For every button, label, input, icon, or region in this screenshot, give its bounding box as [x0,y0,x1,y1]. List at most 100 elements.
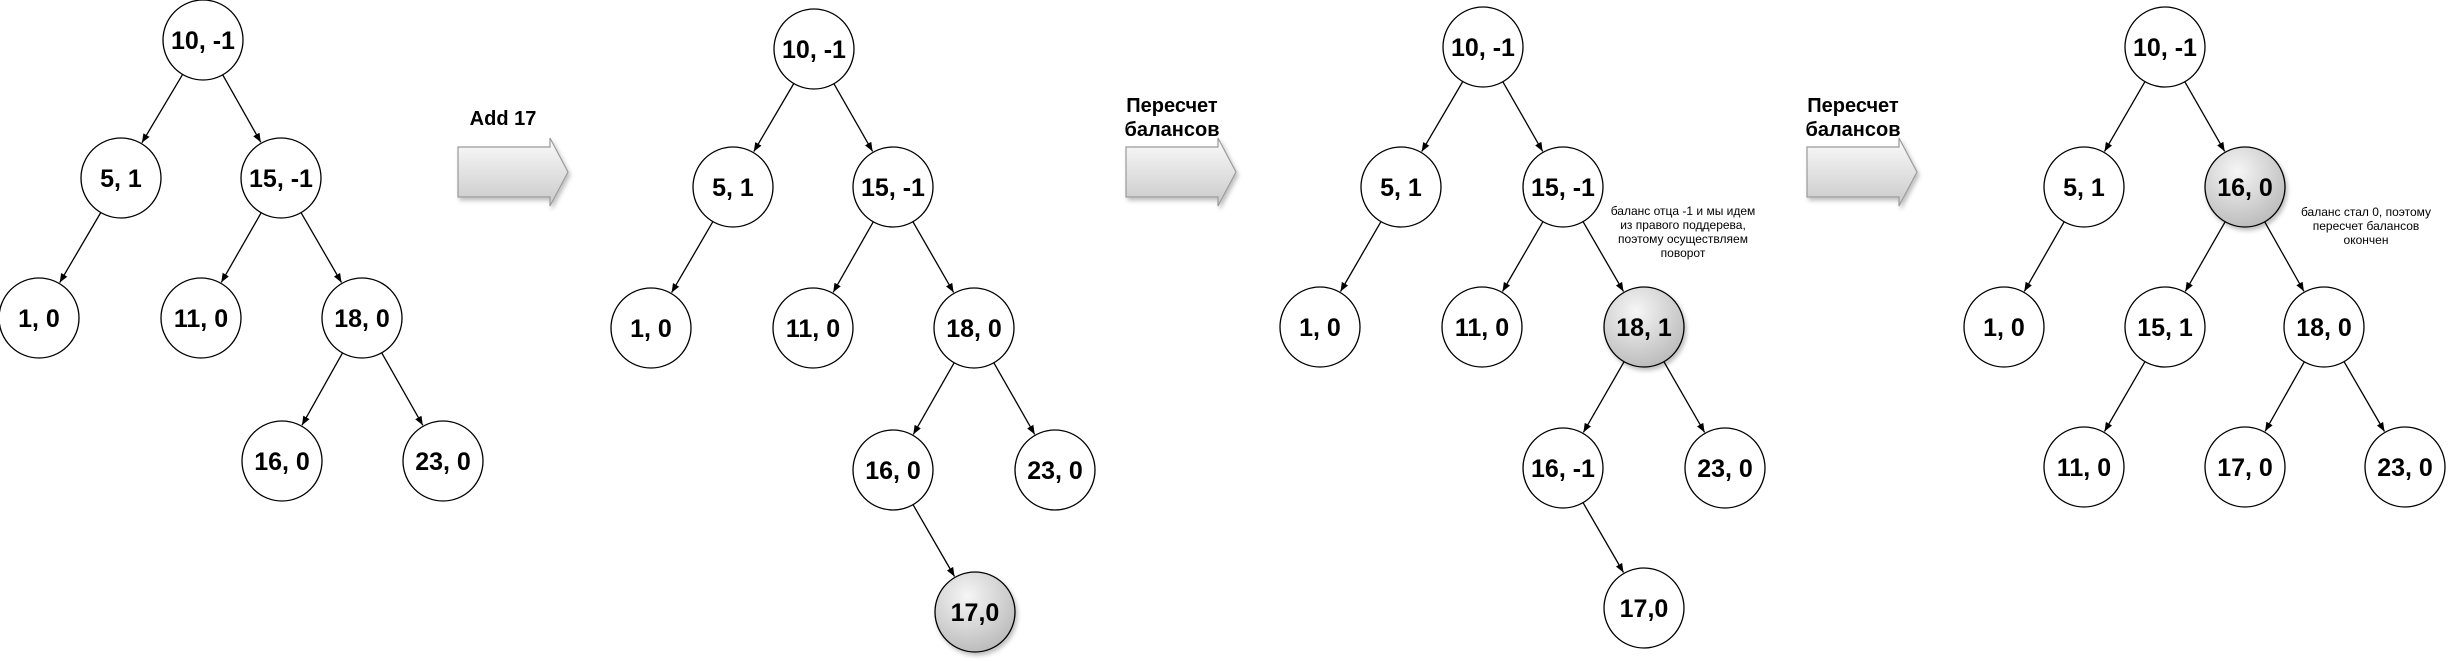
node-circle [402,420,484,502]
tree-node-5: 5, 1 [692,146,774,228]
tree-node-1: 1, 0 [1279,286,1361,368]
highlighted-node-circle [934,571,1016,653]
tree-edge [833,83,874,152]
tree-node-17: 17, 0 [2204,426,2286,508]
tree-edge [1582,502,1625,573]
tree-node-17: 17,0 [934,571,1016,653]
step-label: Add 17 [470,108,537,130]
node-label: 18, 1 [1616,314,1672,342]
node-label: 15, -1 [861,174,925,202]
tree-edge [753,83,795,152]
tree-edge [301,352,344,426]
node-circle [852,429,934,511]
node-label: 17,0 [951,599,1000,627]
node-label: 5, 1 [2063,174,2105,202]
node-circle [773,8,855,90]
tree-node-11: 11, 0 [772,287,854,369]
node-circle [160,277,242,359]
node-circle [1442,6,1524,88]
tree-node-16: 16, 0 [241,420,323,502]
tree-edge [2103,81,2146,152]
tree-edge [1582,221,1625,292]
node-label: 18, 0 [334,305,390,333]
node-label: 16, 0 [2217,174,2273,202]
tree-edge [832,221,874,293]
node-circle [2124,286,2206,368]
tree-node-23: 23, 0 [2364,426,2446,508]
tree-edge [671,221,714,293]
node-label: 10, -1 [2133,34,2197,62]
tree-node-16: 16, -1 [1522,427,1604,509]
tree-edge [141,74,184,144]
tree-node-23: 23, 0 [1014,429,1096,511]
tree-node-15: 15, -1 [240,137,322,219]
tree-node-10: 10, -1 [2124,6,2206,88]
node-label: 16, 0 [254,448,310,476]
arrow-add: Add 17 [457,108,569,207]
node-circle [80,137,162,219]
node-label: 1, 0 [630,315,672,343]
node-circle [321,277,403,359]
tree-edge [2103,361,2146,432]
node-circle [1441,286,1523,368]
tree-node-18: 18, 0 [321,277,403,359]
tree-node-17: 17,0 [1603,567,1685,649]
node-circle [852,146,934,228]
node-label: 16, 0 [865,457,921,485]
tree-node-16: 16, 0 [852,429,934,511]
node-circle [610,287,692,369]
node-label: 17, 0 [2217,454,2273,482]
node-circle [1522,146,1604,228]
node-label: 10, -1 [171,27,235,55]
tree-edge [912,221,955,293]
tree-node-18: 18, 1 [1603,286,1685,368]
node-circle [1963,286,2045,368]
tree-edge [1421,81,1464,152]
node-circle [1684,427,1766,509]
tree-edge [1663,361,1706,433]
tree-edge [2023,221,2065,292]
tree-edge [912,362,955,435]
tree-after-add: 10, -1 5, 1 15, -1 1, 0 11, 0 18, 0 16, 0 23, 0… [610,8,1096,653]
tree-node-18: 18, 0 [933,287,1015,369]
tree-edge [912,504,956,577]
tree-edge [381,352,424,426]
tree-node-10: 10, -1 [773,8,855,90]
node-label: 5, 1 [712,174,754,202]
tree-node-11: 11, 0 [2043,426,2125,508]
tree-node-5: 5, 1 [80,137,162,219]
node-label: 10, -1 [1451,34,1515,62]
node-circle [1522,427,1604,509]
tree-edge [1339,221,1382,292]
tree-edge [59,212,102,283]
node-circle [1360,146,1442,228]
tree-edge [2184,221,2226,292]
tree-edge [1582,361,1625,433]
node-circle [2283,286,2365,368]
tree-node-18: 18, 0 [2283,286,2365,368]
node-circle [1603,567,1685,649]
node-label: 18, 0 [2296,314,2352,342]
tree-node-15: 15, 1 [2124,286,2206,368]
node-label: 11, 0 [786,315,840,343]
node-circle [240,137,322,219]
node-label: 11, 0 [1455,314,1509,342]
node-label: 15, 1 [2137,314,2193,342]
tree-edge [993,362,1036,435]
tree-node-1: 1, 0 [610,287,692,369]
node-label: 23, 0 [1697,455,1753,483]
tree-node-11: 11, 0 [1441,286,1523,368]
node-label: 18, 0 [946,315,1002,343]
block-arrow-shape [1806,137,1918,207]
node-circle [2204,426,2286,508]
tree-edge [300,212,343,283]
node-label: 16, -1 [1531,455,1595,483]
